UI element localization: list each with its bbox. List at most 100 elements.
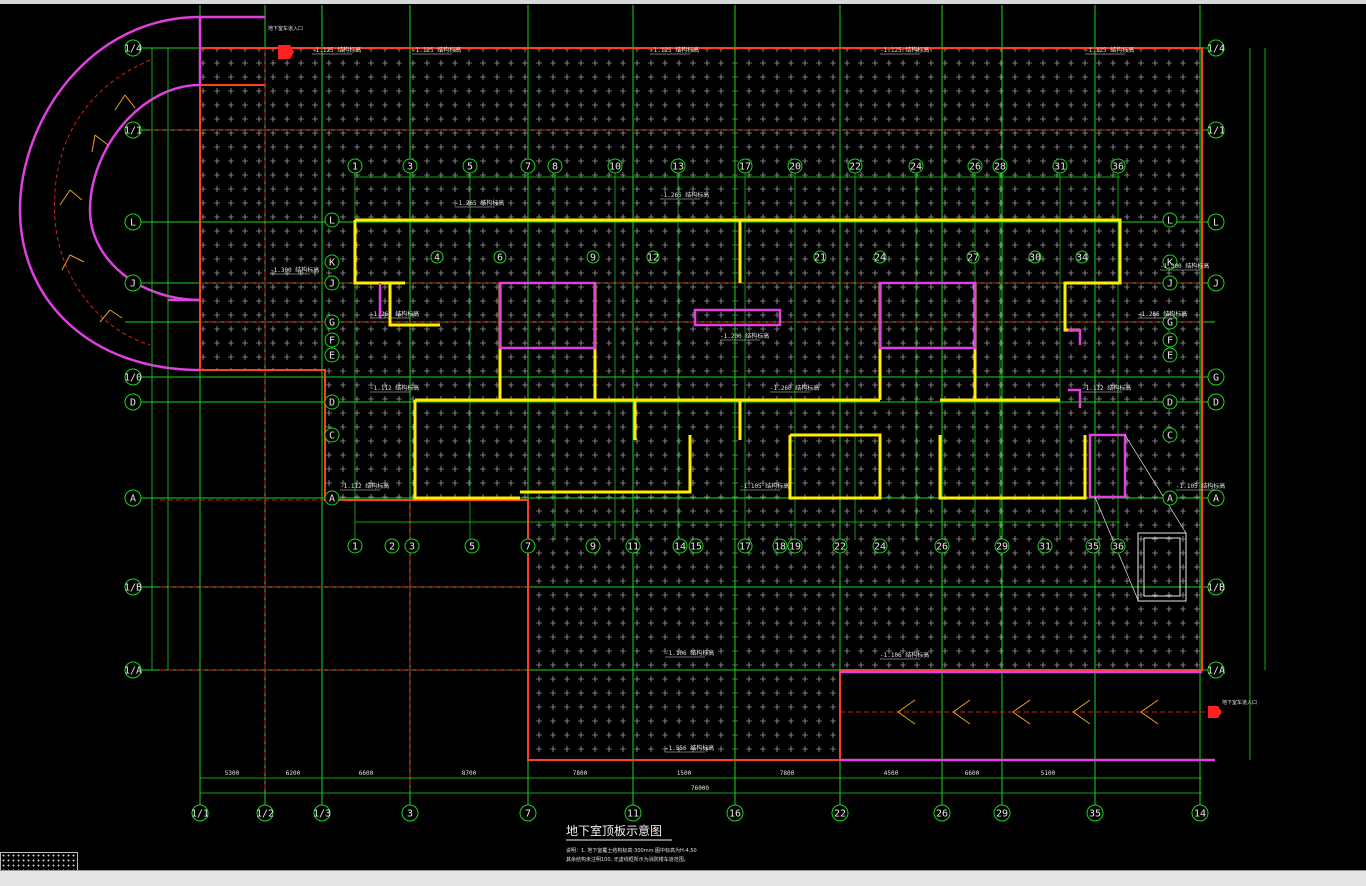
axis-bottom-bubble-label: 7: [525, 809, 531, 820]
axis-inner-top-bubble-label: 8: [552, 162, 558, 173]
axis-inner-mid-bubble: 9: [586, 250, 600, 264]
axis-inner-bottom-bubble-label: 5: [469, 542, 475, 553]
axis-inner-bottom-bubble: 31: [1037, 538, 1053, 554]
axis-inner-bottom-bubble: 1: [347, 538, 363, 554]
axis-inner-mid-bubble-label: 6: [497, 253, 503, 264]
stair-cores: [378, 281, 1127, 499]
axis-inner-right-bubble: G: [1162, 314, 1178, 330]
axis-inner-bottom-bubble: 14: [672, 538, 688, 554]
axis-inner-bottom-bubble-label: 15: [690, 542, 702, 553]
axis-right-bubble-label: G: [1213, 373, 1219, 384]
axis-inner-bottom-bubble-label: 22: [834, 542, 846, 553]
axis-inner-mid-bubble: 21: [813, 250, 827, 264]
dim-bottom-total: 76000: [691, 785, 709, 792]
axis-bottom-bubble-label: 26: [936, 809, 948, 820]
axis-inner-mid-bubble-label: 21: [814, 253, 826, 264]
axis-inner-top-bubble-label: 31: [1054, 162, 1066, 173]
axis-inner-left-bubble-label: C: [329, 431, 335, 442]
axis-inner-left-bubble: L: [324, 212, 340, 228]
axis-inner-bottom-bubble-label: 2: [389, 542, 395, 553]
axis-bottom-bubble: 1/2: [256, 804, 274, 822]
axis-left-bubble-label: 1/0: [124, 373, 142, 384]
elevation-label: -1.125 结构标高: [312, 46, 361, 54]
axis-bottom-bubble-label: 35: [1089, 809, 1101, 820]
axis-inner-bottom-bubble: 15: [688, 538, 704, 554]
axis-inner-top-bubble-label: 1: [352, 162, 358, 173]
axis-left-bubble-label: 1/B: [124, 583, 142, 594]
axis-inner-bottom-bubble: 22: [832, 538, 848, 554]
axis-right-bubble-label: L: [1213, 218, 1219, 229]
axis-inner-left-bubble: E: [324, 347, 340, 363]
axis-bottom-bubble: 16: [726, 804, 744, 822]
axis-inner-bottom-bubble: 29: [994, 538, 1010, 554]
axis-right-bubble: 1/B: [1207, 578, 1225, 596]
axis-right-bubble: G: [1207, 368, 1225, 386]
elevation-label: -1.266 结构标高: [1138, 310, 1187, 318]
axis-inner-top-bubble: 24: [908, 158, 924, 174]
axis-inner-top-bubble-label: 26: [969, 162, 981, 173]
axis-left-bubble-label: D: [130, 398, 136, 409]
axis-inner-bottom-bubble: 24: [872, 538, 888, 554]
note-line-1: 说明：1. 地下室覆土结构标高-300mm 图中标高为H-4.50: [566, 847, 697, 854]
axis-bottom-bubble-label: 14: [1194, 809, 1206, 820]
axis-inner-left-bubble: F: [324, 332, 340, 348]
axis-inner-right-bubble: J: [1162, 275, 1178, 291]
axis-inner-bottom-bubble-label: 18: [774, 542, 786, 553]
axis-bottom-bubble: 7: [519, 804, 537, 822]
hatch-legend-swatch: [0, 852, 78, 872]
axis-inner-left-bubble: C: [324, 427, 340, 443]
building-walls: [353, 218, 1122, 500]
axis-bottom-bubble-label: 1/3: [313, 809, 331, 820]
axis-inner-left-bubble-label: F: [329, 336, 335, 347]
axis-inner-top-bubble-label: 17: [739, 162, 751, 173]
axis-bottom-bubble-label: 16: [729, 809, 741, 820]
axis-right-bubble-label: 1/A: [1207, 666, 1225, 677]
axis-inner-mid-bubble-label: 4: [434, 253, 440, 264]
axis-inner-bottom-bubble-label: 7: [525, 542, 531, 553]
axis-inner-right-bubble: A: [1162, 490, 1178, 506]
axis-inner-top-bubble-label: 24: [910, 162, 922, 173]
axis-inner-top-bubble: 3: [402, 158, 418, 174]
axis-inner-mid-bubble: 30: [1028, 250, 1042, 264]
axis-inner-right-bubble-label: C: [1167, 431, 1173, 442]
axis-inner-right-bubble-label: L: [1167, 216, 1173, 227]
elevation-label: -1.106 结构标高: [880, 651, 929, 659]
axis-right-bubble: J: [1207, 274, 1225, 292]
axis-inner-right-bubble-label: D: [1167, 398, 1173, 409]
axis-left-bubble-label: L: [130, 218, 136, 229]
axis-inner-top-bubble-label: 13: [672, 162, 684, 173]
axis-inner-top-bubble: 13: [670, 158, 686, 174]
axis-bottom-bubble: 26: [933, 804, 951, 822]
red-dashed-lines: [150, 48, 1210, 790]
axis-left-bubble: A: [124, 489, 142, 507]
axis-inner-bottom-bubble-label: 17: [739, 542, 751, 553]
axis-inner-bottom-bubble: 11: [625, 538, 641, 554]
entry-label-right: 地下室车道入口: [1222, 699, 1257, 706]
axis-inner-top-bubble: 36: [1110, 158, 1126, 174]
axis-inner-bottom-bubble: 2: [384, 538, 400, 554]
elevation-label: -1.105 结构标高: [740, 482, 789, 490]
axis-right-bubble: 1/A: [1207, 661, 1225, 679]
dim-bottom: 6600: [965, 770, 980, 777]
dim-bottom: 7800: [573, 770, 588, 777]
window-top-bar: [0, 0, 1366, 4]
axis-inner-top-bubble: 22: [847, 158, 863, 174]
basement-boundary: [199, 47, 1203, 761]
elevation-label: -1.260 结构标高: [770, 384, 819, 392]
curved-ramp: [18, 15, 265, 372]
axis-inner-mid-bubble: 24: [873, 250, 887, 264]
elevation-label: -1.112 结构标高: [340, 482, 389, 490]
axis-inner-mid-bubble: 34: [1075, 250, 1089, 264]
axis-left-bubble: J: [124, 274, 142, 292]
dimension-lines: [151, 48, 1266, 794]
axis-inner-left-bubble: K: [324, 254, 340, 270]
axis-bottom-bubble: 14: [1191, 804, 1209, 822]
dim-bottom: 1500: [677, 770, 692, 777]
axis-inner-top-bubble: 17: [737, 158, 753, 174]
status-bar: [0, 870, 1366, 886]
axis-inner-mid-bubble-label: 9: [590, 253, 596, 264]
axis-inner-left-bubble-label: A: [329, 494, 335, 505]
slab-hatch: [200, 48, 1202, 760]
